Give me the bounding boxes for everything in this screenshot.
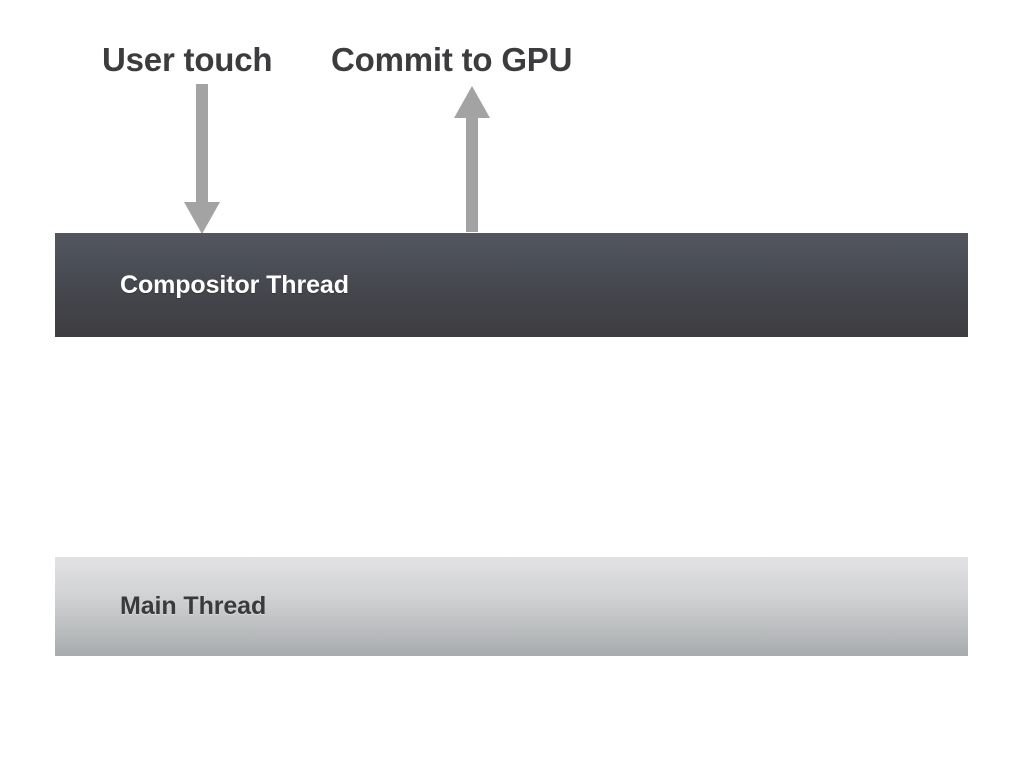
lane-label-main-thread: Main Thread [120,592,267,620]
arrow-up-icon [454,86,490,232]
annotation-label-commit-to-gpu: Commit to GPU [331,41,573,78]
arrow-down-icon [184,84,220,234]
lane-main-thread: Main Thread [55,557,968,656]
annotation-label-user-touch: User touch [102,41,273,78]
lane-label-compositor-thread: Compositor Thread [120,270,349,299]
lane-compositor-thread: Compositor Thread [55,233,968,337]
